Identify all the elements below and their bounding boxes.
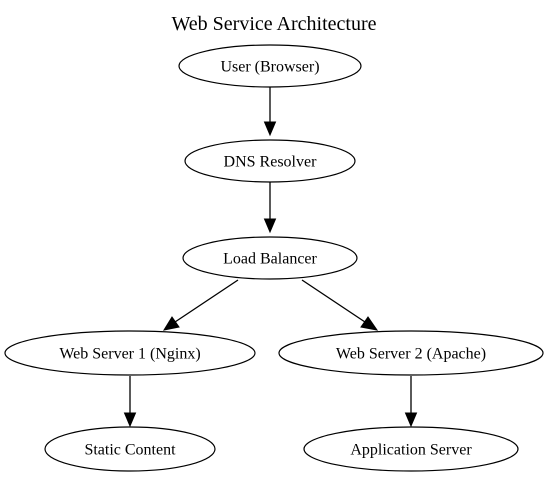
arrowhead-icon bbox=[404, 412, 418, 428]
node-label: User (Browser) bbox=[220, 59, 319, 76]
diagram-title: Web Service Architecture bbox=[172, 13, 377, 35]
node-label: Web Server 1 (Nginx) bbox=[59, 346, 200, 363]
arrowhead-icon bbox=[123, 412, 137, 428]
node-label: DNS Resolver bbox=[224, 154, 318, 171]
node-dns-resolver: DNS Resolver bbox=[184, 139, 356, 183]
nodes-layer: User (Browser) DNS Resolver Load Balance… bbox=[4, 44, 544, 472]
node-web-server-1: Web Server 1 (Nginx) bbox=[4, 330, 256, 376]
node-web-server-2: Web Server 2 (Apache) bbox=[278, 330, 544, 376]
edge-web2-to-app bbox=[404, 376, 418, 428]
arrowhead-icon bbox=[162, 316, 180, 331]
arrowhead-icon bbox=[360, 316, 379, 331]
node-user-browser: User (Browser) bbox=[178, 44, 362, 88]
node-label: Static Content bbox=[84, 442, 176, 459]
edge-lb-to-web1 bbox=[162, 279, 239, 331]
arrowhead-icon bbox=[263, 218, 277, 234]
node-label: Application Server bbox=[350, 442, 472, 459]
node-load-balancer: Load Balancer bbox=[182, 236, 358, 280]
edges-layer bbox=[123, 85, 418, 428]
arrowhead-icon bbox=[263, 121, 277, 137]
node-application-server: Application Server bbox=[303, 426, 519, 472]
node-static-content: Static Content bbox=[44, 426, 216, 472]
edge-dns-to-lb bbox=[263, 182, 277, 234]
node-label: Load Balancer bbox=[223, 251, 317, 268]
node-label: Web Server 2 (Apache) bbox=[336, 346, 486, 363]
edge-lb-to-web2 bbox=[301, 279, 379, 331]
edge-user-to-dns bbox=[263, 85, 277, 137]
edge-web1-to-static bbox=[123, 376, 137, 428]
